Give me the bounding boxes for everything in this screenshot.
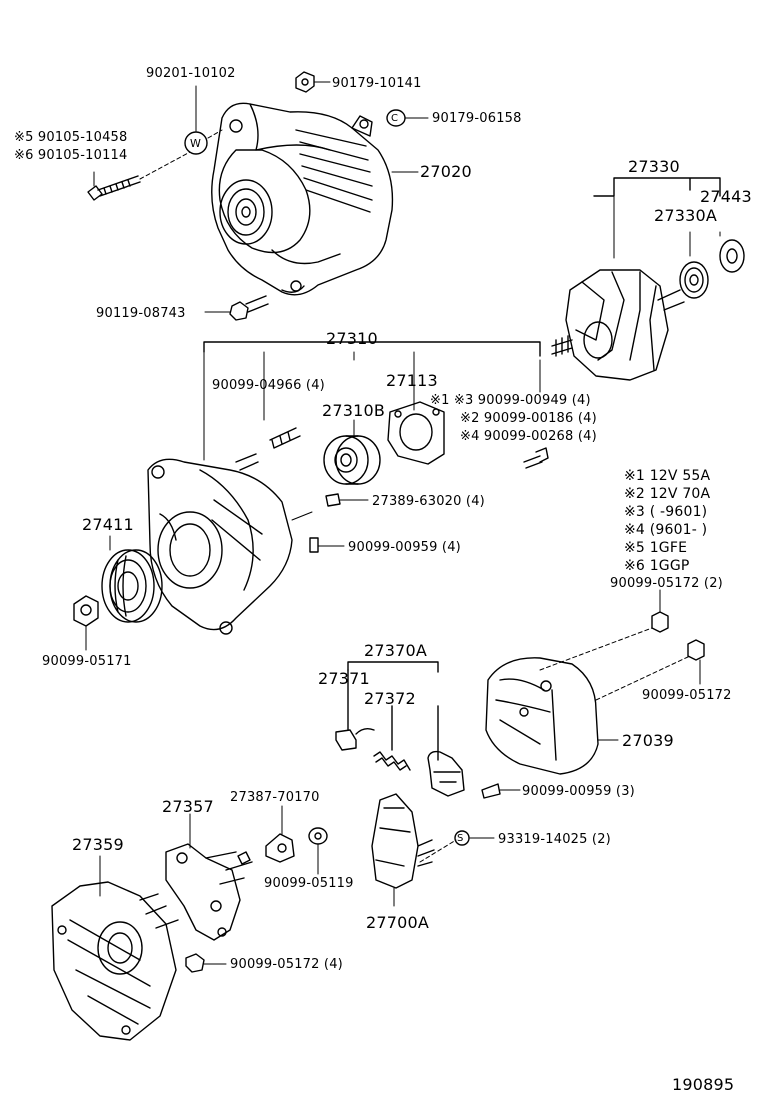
rotor-drawing <box>551 177 745 381</box>
diagram-id: 190895 <box>672 1075 735 1094</box>
screw-s-drawing <box>454 830 495 846</box>
callout-27310[interactable]: 27310 <box>326 329 378 348</box>
rear-frame-drawing <box>51 855 179 1041</box>
bushing-drawing <box>265 805 295 863</box>
callout-27330[interactable]: 27330 <box>628 157 680 176</box>
callout-27330A[interactable]: 27330A <box>654 206 718 225</box>
note-5: ※5 1GFE <box>624 540 688 556</box>
note-6: ※6 1GGP <box>624 558 690 574</box>
callout-90099-05119[interactable]: 90099-05119 <box>264 876 354 891</box>
pulley-drawing <box>101 535 163 623</box>
callout-90105-10458[interactable]: ※5 90105-10458 <box>14 130 128 145</box>
note-4: ※4 (9601- ) <box>624 522 708 538</box>
callout-27357[interactable]: 27357 <box>162 797 214 816</box>
callout-27371[interactable]: 27371 <box>318 669 370 688</box>
nut-10141-drawing <box>295 71 331 93</box>
nut-c-mark: C <box>391 113 399 124</box>
callout-27389-63020[interactable]: 27389-63020 (4) <box>372 494 485 509</box>
long-bolt-drawing <box>87 151 191 201</box>
washer-w-mark: W <box>190 137 202 150</box>
bolt-08743-drawing <box>204 295 269 321</box>
callout-27020[interactable]: 27020 <box>420 162 472 181</box>
brush-holder-drawing <box>335 661 465 797</box>
note-1: ※1 12V 55A <box>624 468 711 484</box>
regulator-drawing <box>371 793 457 907</box>
callout-90099-00949[interactable]: ※1 ※3 90099-00949 (4) <box>430 393 591 408</box>
callout-27387-70170[interactable]: 27387-70170 <box>230 790 320 805</box>
nuts-05172-drawing <box>651 589 705 685</box>
note-3: ※3 ( -9601) <box>624 504 708 520</box>
callout-27039[interactable]: 27039 <box>622 731 674 750</box>
callout-90099-00959-4[interactable]: 90099-00959 (4) <box>348 540 461 555</box>
bearing-27310b-drawing <box>323 435 381 485</box>
alternator-assembly-drawing <box>211 102 419 296</box>
washer-w-drawing <box>184 85 223 155</box>
callout-27359[interactable]: 27359 <box>72 835 124 854</box>
rectifier-drawing <box>165 813 253 941</box>
callout-27700A[interactable]: 27700A <box>366 913 430 932</box>
callout-90099-05172[interactable]: 90099-05172 <box>642 688 732 703</box>
callout-90099-04966[interactable]: 90099-04966 (4) <box>212 378 325 393</box>
nut-05172-4-drawing <box>185 953 227 973</box>
callout-90099-05171[interactable]: 90099-05171 <box>42 654 132 669</box>
callout-90119-08743[interactable]: 90119-08743 <box>96 306 186 321</box>
callout-90179-10141[interactable]: 90179-10141 <box>332 76 422 91</box>
callout-27372[interactable]: 27372 <box>364 689 416 708</box>
callout-90099-00186[interactable]: ※2 90099-00186 (4) <box>460 411 597 426</box>
screw-s-mark: S <box>457 833 464 844</box>
callout-90105-10114[interactable]: ※6 90105-10114 <box>14 148 128 163</box>
callout-27310B[interactable]: 27310B <box>322 401 386 420</box>
nut-05171-drawing <box>73 595 99 651</box>
callout-90179-06158[interactable]: 90179-06158 <box>432 111 522 126</box>
callout-90099-05172-4[interactable]: 90099-05172 (4) <box>230 957 343 972</box>
callout-90201-10102[interactable]: 90201-10102 <box>146 66 236 81</box>
part-27389-drawing <box>325 493 369 507</box>
callout-90099-00268[interactable]: ※4 90099-00268 (4) <box>460 429 597 444</box>
screw-00949-drawing <box>523 447 549 469</box>
drive-end-frame-drawing <box>147 341 541 635</box>
callout-90099-00959-3[interactable]: 90099-00959 (3) <box>522 784 635 799</box>
callout-27370A[interactable]: 27370A <box>364 641 428 660</box>
callout-90099-05172-2[interactable]: 90099-05172 (2) <box>610 576 723 591</box>
rear-cover-drawing <box>485 627 691 775</box>
callout-27411[interactable]: 27411 <box>82 515 134 534</box>
callout-93319-14025[interactable]: 93319-14025 (2) <box>498 832 611 847</box>
screw-00959-drawing <box>309 537 345 553</box>
nut-06158-drawing <box>386 109 429 127</box>
callout-27113[interactable]: 27113 <box>386 371 438 390</box>
callout-27443[interactable]: 27443 <box>700 187 752 206</box>
note-2: ※2 12V 70A <box>624 486 711 502</box>
retainer-plate-drawing <box>387 401 445 465</box>
nut-05119-drawing <box>308 827 328 875</box>
screw-00959-3-drawing <box>481 783 521 799</box>
